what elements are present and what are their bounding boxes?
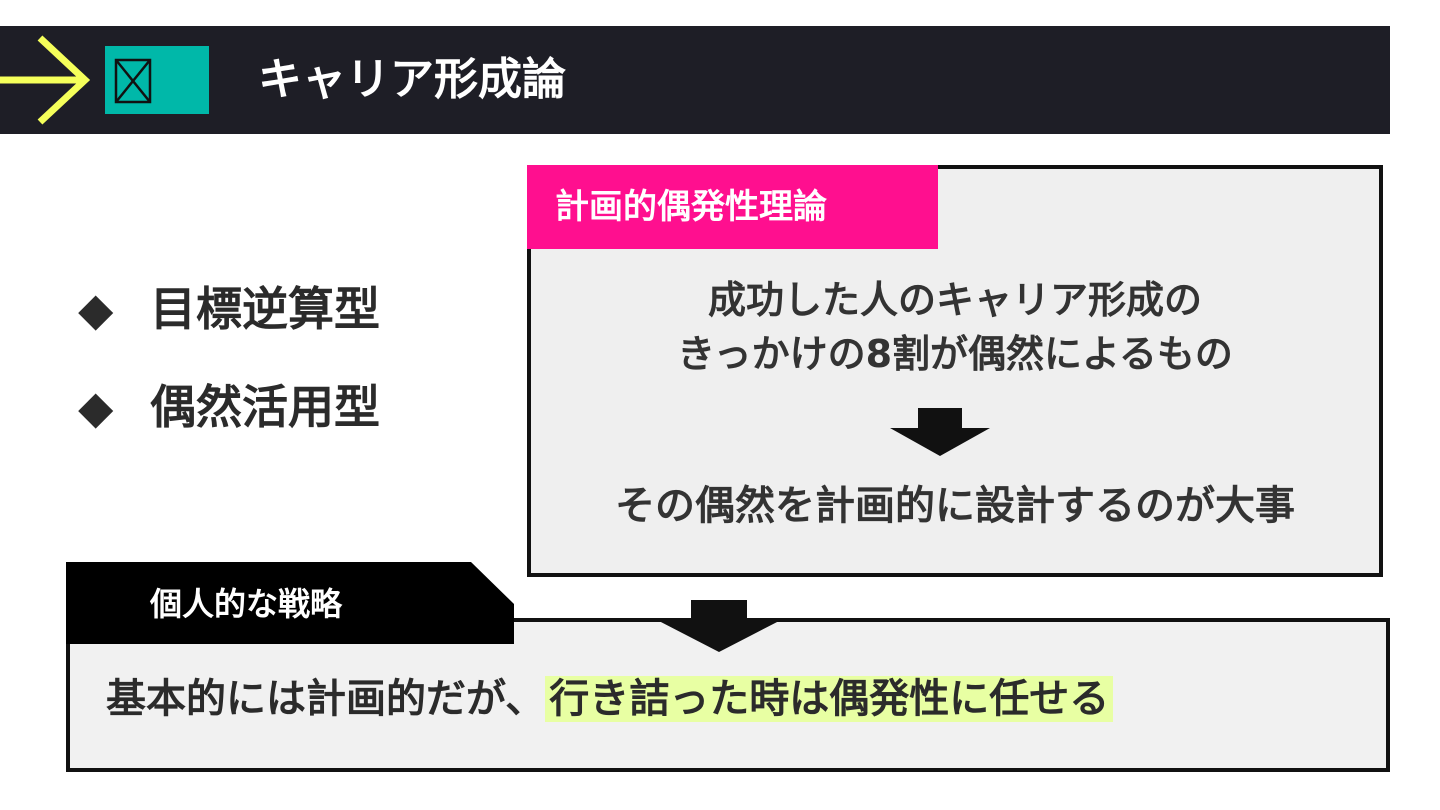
list-item-text: 目標逆算型 (150, 282, 380, 336)
arrow-right-icon (0, 35, 91, 125)
strategy-label: 個人的な戦略 (150, 585, 343, 623)
theory-statement-line-1: 成功した人のキャリア形成の (707, 278, 1202, 322)
strategy-text-highlight: 行き詰った時は偶発性に任せる (545, 676, 1114, 722)
diamond-icon: ◆ (78, 282, 114, 336)
strategy-tab (66, 562, 514, 644)
crossed-box-icon (114, 58, 152, 104)
arrow-down-icon (890, 408, 990, 456)
page-title: キャリア形成論 (258, 54, 566, 105)
theory-label: 計画的偶発性理論 (527, 165, 938, 249)
header-bar (0, 26, 1390, 134)
strategy-statement: 基本的には計画的だが、行き詰った時は偶発性に任せる (106, 664, 1114, 734)
arrow-down-icon (657, 600, 781, 652)
list-item: ◆ 目標逆算型 (78, 274, 380, 344)
list-item: ◆ 偶然活用型 (78, 372, 380, 442)
diamond-icon: ◆ (78, 380, 114, 434)
theory-statement-line-2: きっかけの8割が偶然によるもの (677, 332, 1233, 376)
theory-box (527, 165, 1383, 577)
theory-conclusion: その偶然を計画的に設計するのが大事 (615, 483, 1295, 529)
list-item-text: 偶然活用型 (150, 380, 380, 434)
strategy-text-plain: 基本的には計画的だが、 (106, 676, 546, 722)
